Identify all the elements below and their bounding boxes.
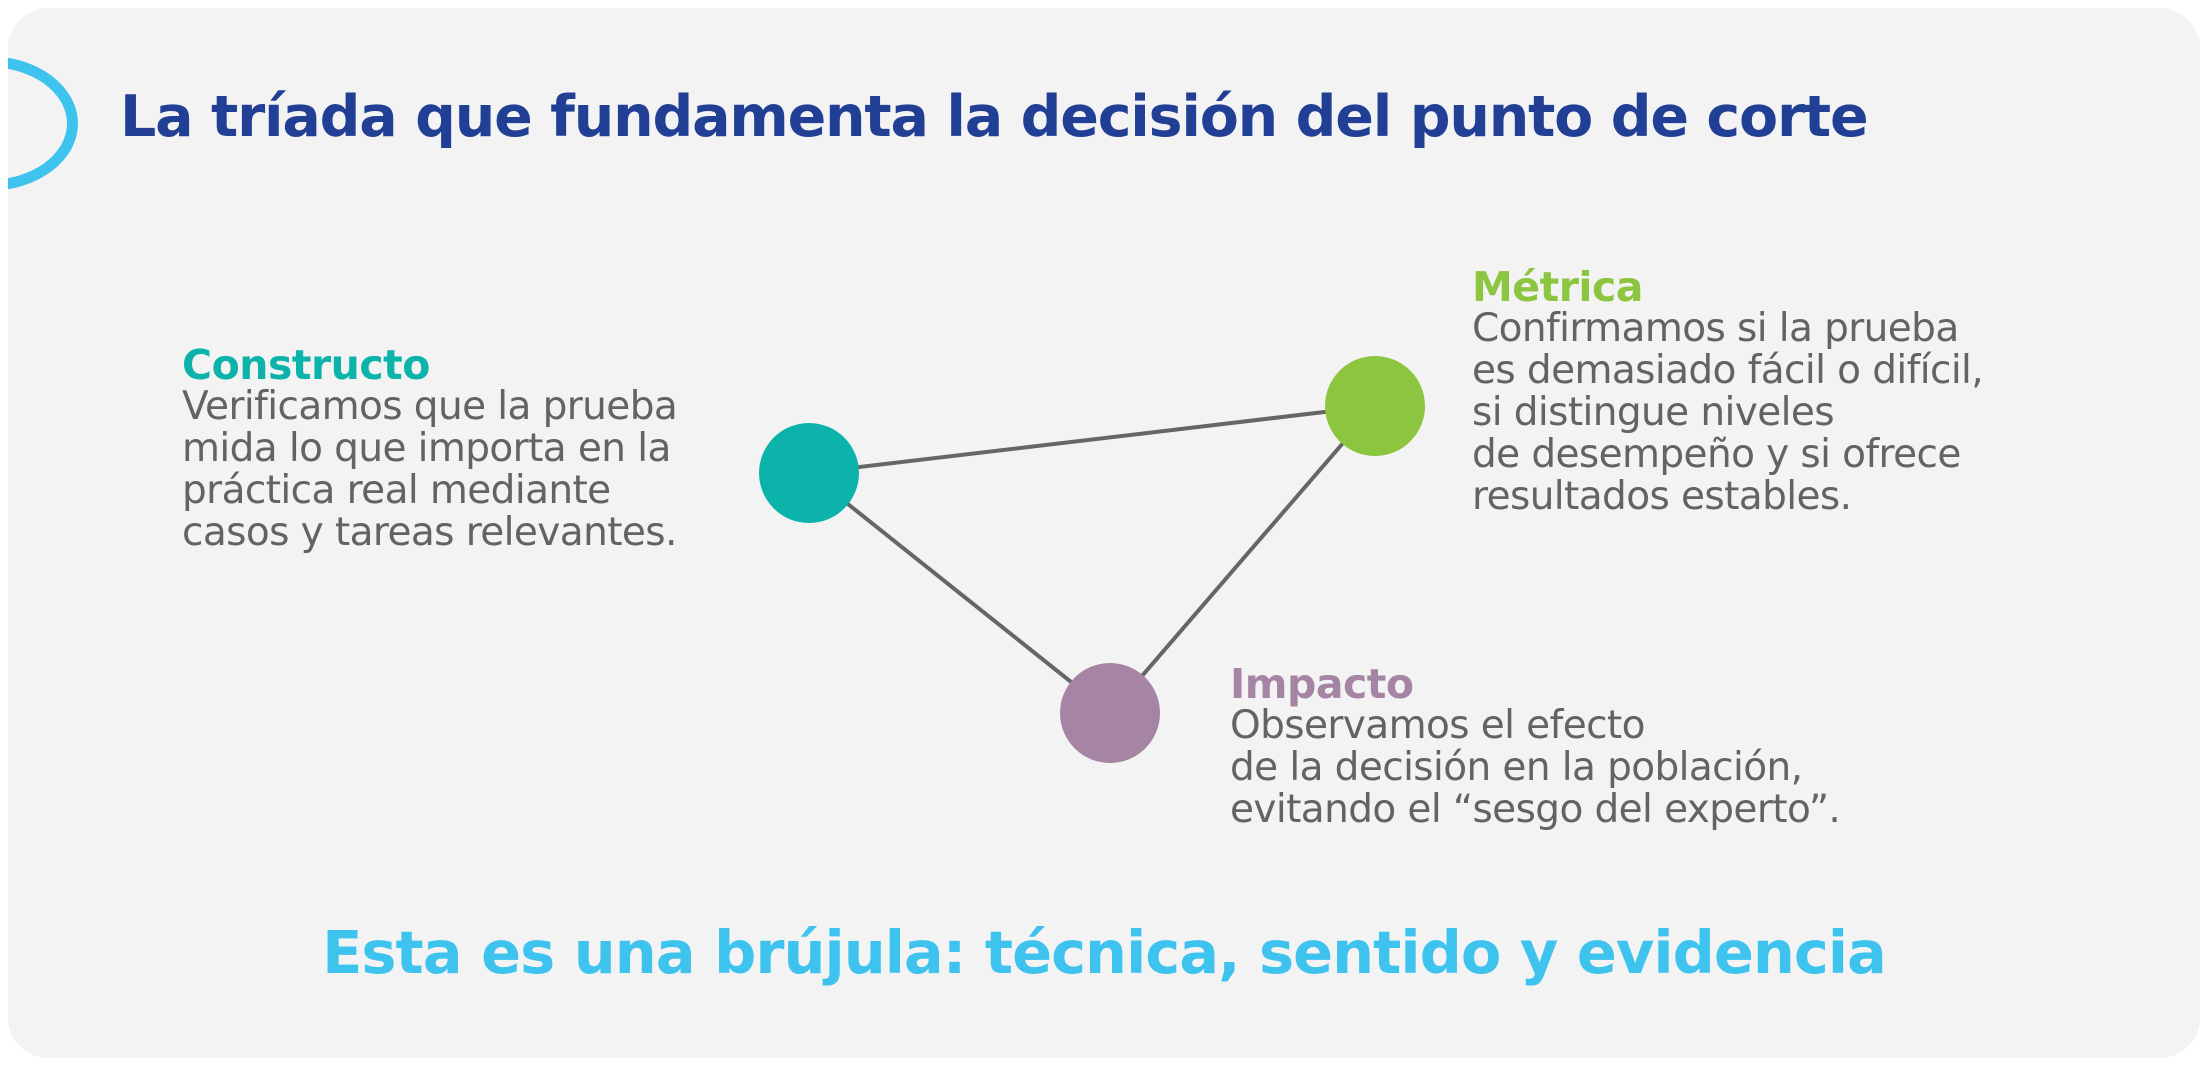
impacto-node-icon xyxy=(1060,663,1160,763)
triad-connectors xyxy=(807,404,1377,715)
triad-diagram xyxy=(759,356,1425,763)
edge-metrica-impacto xyxy=(1108,404,1377,715)
constructo-block: Constructo Verificamos que la prueba mid… xyxy=(182,341,678,555)
slide-card: La tríada que fundamenta la decisión del… xyxy=(8,8,2200,1058)
impacto-heading: Impacto xyxy=(1230,660,1414,708)
metrica-description: Confirmamos si la prueba es demasiado fá… xyxy=(1472,306,1984,519)
edge-impacto-constructo xyxy=(807,471,1112,715)
impacto-block: Impacto Observamos el efecto de la decis… xyxy=(1230,660,1841,832)
edge-constructo-metrica xyxy=(808,404,1376,475)
metrica-node-icon xyxy=(1325,356,1425,456)
page-title: La tríada que fundamenta la decisión del… xyxy=(120,84,1869,150)
metrica-block: Métrica Confirmamos si la prueba es dema… xyxy=(1472,263,1984,519)
metrica-heading: Métrica xyxy=(1472,263,1643,311)
constructo-node-icon xyxy=(759,423,859,523)
tagline: Esta es una brújula: técnica, sentido y … xyxy=(322,918,1887,987)
constructo-description: Verificamos que la prueba mida lo que im… xyxy=(182,384,678,555)
constructo-heading: Constructo xyxy=(182,341,430,389)
impacto-description: Observamos el efecto de la decisión en l… xyxy=(1230,703,1841,832)
